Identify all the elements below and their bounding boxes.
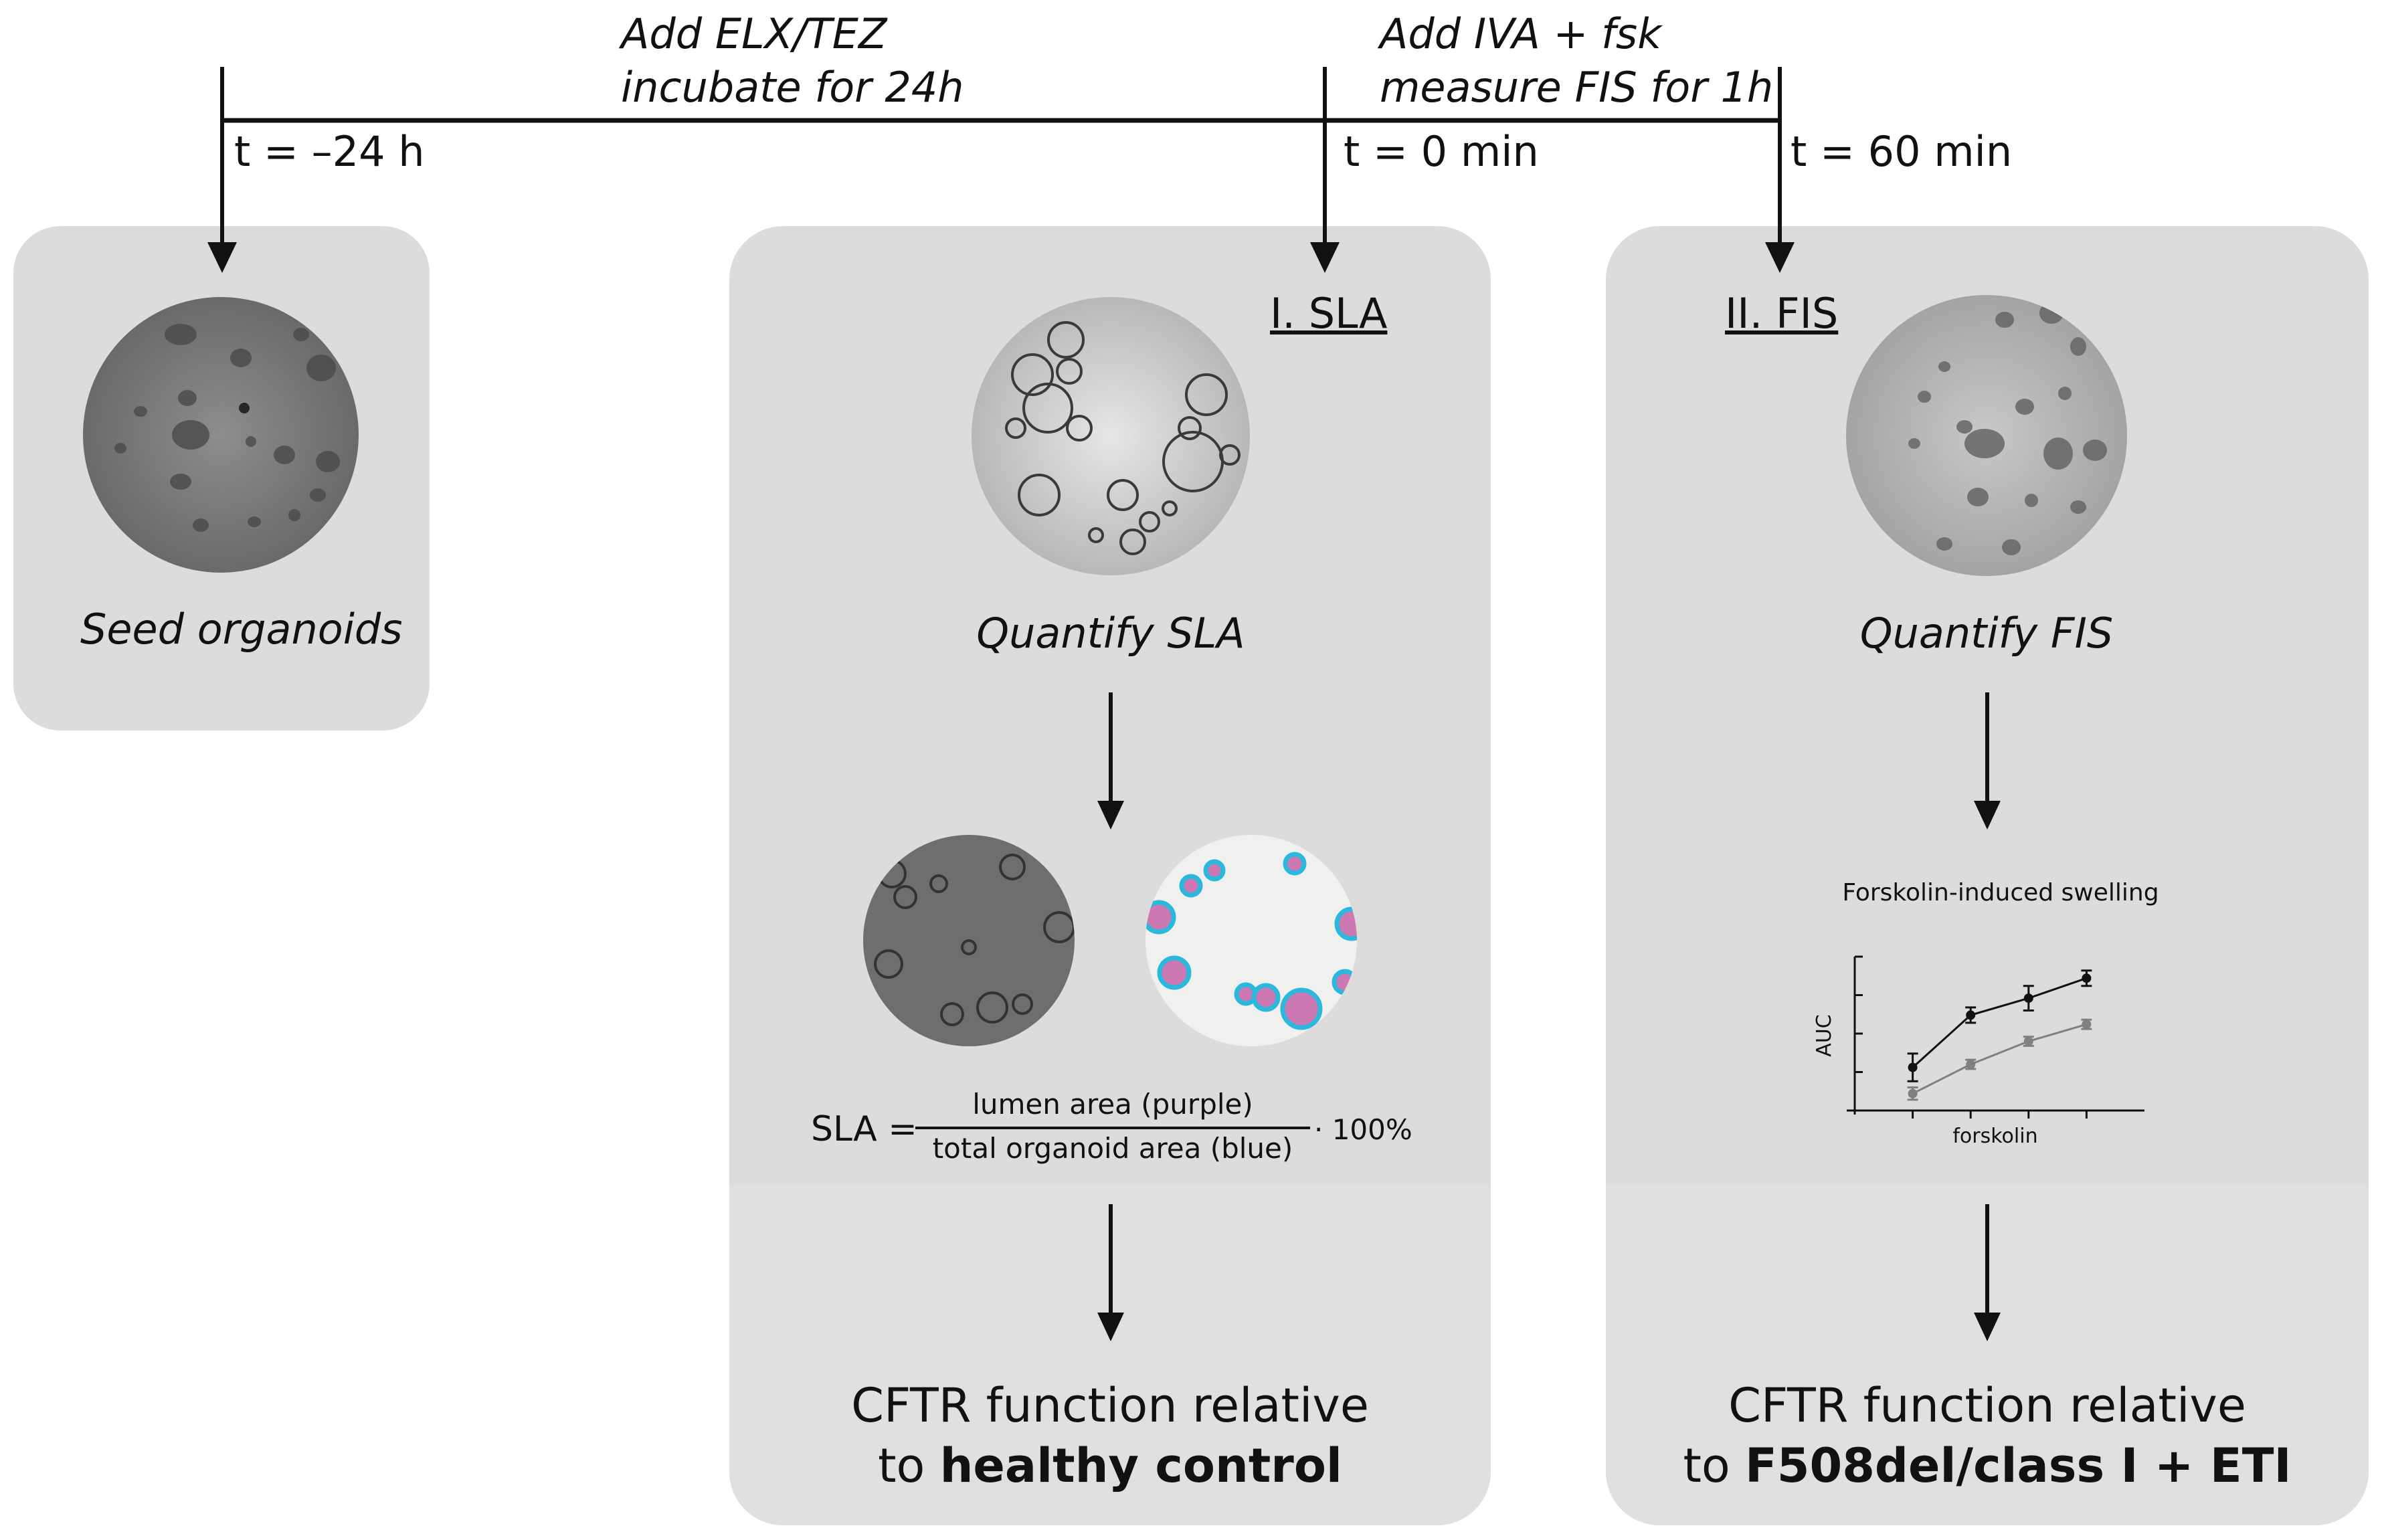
sla-result-prefix: to bbox=[878, 1438, 940, 1493]
formula-fraction-bar bbox=[915, 1127, 1310, 1129]
sla-brightfield-image bbox=[972, 297, 1250, 575]
sla-down-arrow-1 bbox=[1097, 692, 1124, 830]
series-2-point-2 bbox=[1965, 1058, 1977, 1070]
time-label-end: t = 60 min bbox=[1791, 127, 2013, 176]
fis-chart: Forskolin-induced swelling AUC forskolin bbox=[1813, 879, 2159, 1148]
sla-caption: Quantify SLA bbox=[976, 609, 1245, 658]
series-2-point-4 bbox=[2081, 1018, 2092, 1030]
chart-title: Forskolin-induced swelling bbox=[1842, 879, 2159, 906]
sla-result-bold: healthy control bbox=[939, 1438, 1342, 1493]
timeline-arrow-zero bbox=[1310, 67, 1340, 273]
series-1-point-4 bbox=[2081, 969, 2092, 987]
seed-organoids-image bbox=[83, 297, 359, 573]
fis-down-arrow-2 bbox=[1974, 1204, 2001, 1341]
step1-label-line2: incubate for 24h bbox=[621, 63, 964, 112]
fis-result-prefix: to bbox=[1683, 1438, 1745, 1493]
time-label-zero: t = 0 min bbox=[1344, 127, 1539, 176]
fis-result-bold: F508del/class I + ETI bbox=[1744, 1438, 2292, 1493]
step2-label-line2: measure FIS for 1h bbox=[1380, 63, 1774, 112]
formula-multiplier: · 100% bbox=[1314, 1113, 1412, 1146]
formula-denominator: total organoid area (blue) bbox=[932, 1132, 1293, 1165]
sla-segmentation-image bbox=[1146, 835, 1357, 1046]
sla-header: I. SLA bbox=[1270, 289, 1388, 338]
series-2-line bbox=[1912, 1023, 2087, 1095]
sla-dark-image bbox=[863, 835, 1075, 1046]
fis-brightfield-image bbox=[1846, 295, 2127, 576]
series-2-point-1 bbox=[1907, 1086, 1918, 1101]
series-1-point-1 bbox=[1907, 1052, 1918, 1082]
step1-label-line1: Add ELX/TEZ bbox=[621, 9, 887, 58]
fis-down-arrow-1 bbox=[1974, 692, 2001, 830]
formula-lhs: SLA = bbox=[811, 1109, 917, 1149]
sla-result-line2: to healthy control bbox=[729, 1438, 1491, 1493]
chart-y-label: AUC bbox=[1813, 1014, 1836, 1056]
chart-x-label: forskolin bbox=[1952, 1125, 2037, 1148]
timeline-arrow-start bbox=[207, 67, 237, 273]
seed-caption: Seed organoids bbox=[80, 605, 403, 654]
series-1-point-3 bbox=[2023, 985, 2034, 1012]
series-2-point-3 bbox=[2023, 1036, 2034, 1047]
series-1-point-2 bbox=[1965, 1006, 1977, 1024]
step2-label-line1: Add IVA + fsk bbox=[1380, 9, 1662, 58]
formula-numerator: lumen area (purple) bbox=[972, 1088, 1253, 1121]
series-1-line bbox=[1912, 977, 2087, 1068]
sla-result-line1: CFTR function relative bbox=[851, 1378, 1369, 1433]
sla-down-arrow-2 bbox=[1097, 1204, 1124, 1341]
fis-result-line1: CFTR function relative bbox=[1728, 1378, 2246, 1433]
fis-caption: Quantify FIS bbox=[1859, 609, 2114, 658]
time-label-start: t = –24 h bbox=[234, 127, 425, 176]
fis-header: II. FIS bbox=[1725, 289, 1839, 338]
fis-result-line2: to F508del/class I + ETI bbox=[1606, 1438, 2369, 1493]
timeline-arrow-end bbox=[1765, 67, 1795, 273]
